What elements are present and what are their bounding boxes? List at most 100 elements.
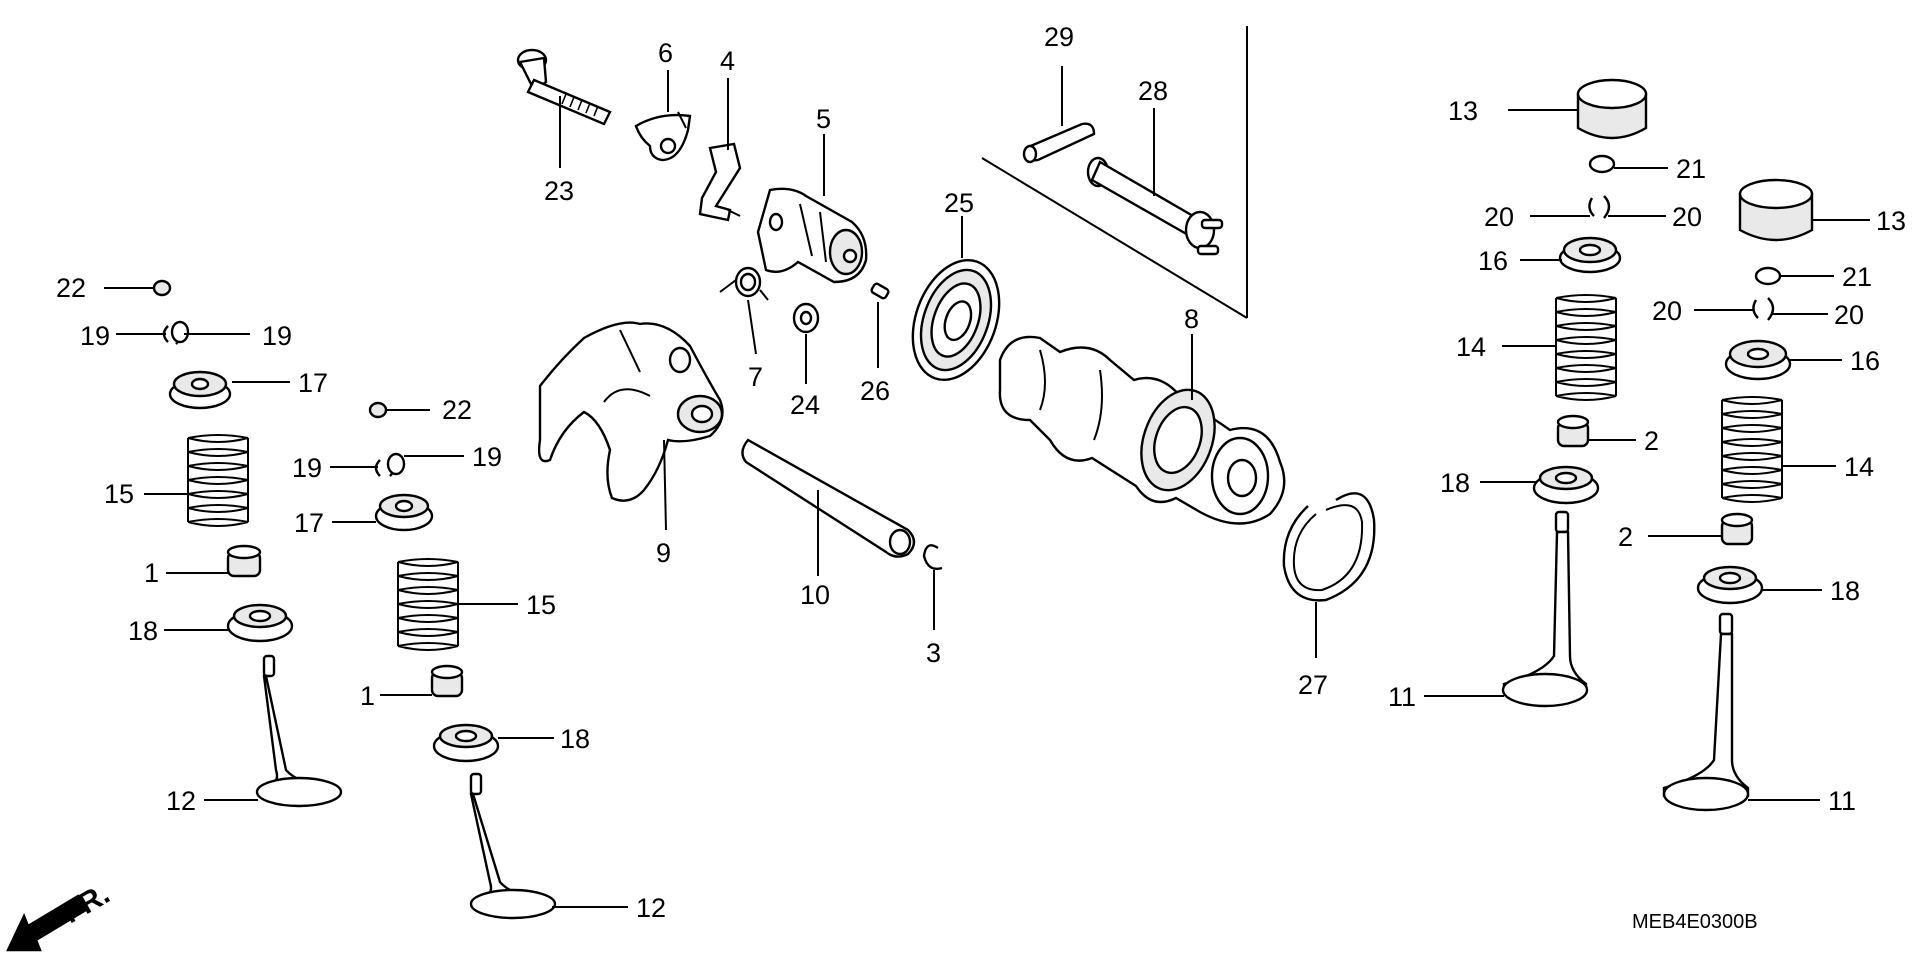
spring-seat-18-left-a bbox=[226, 603, 294, 643]
callout-21: 21 bbox=[1842, 262, 1872, 292]
callout-2: 2 bbox=[1644, 426, 1659, 456]
callout-16: 16 bbox=[1478, 246, 1508, 276]
exhaust-valve-12-left-a bbox=[255, 654, 343, 808]
callout-27: 27 bbox=[1298, 670, 1328, 700]
bearing-25 bbox=[911, 258, 1001, 382]
pin-26 bbox=[870, 282, 890, 300]
callout-2: 2 bbox=[1618, 522, 1633, 552]
callout-8: 8 bbox=[1184, 304, 1199, 334]
spring-seat-18-right-b bbox=[1696, 565, 1764, 605]
arm-4 bbox=[698, 142, 742, 222]
decompressor-cam-5 bbox=[756, 187, 868, 284]
callout-15: 15 bbox=[104, 479, 134, 509]
subassembly-boundary bbox=[981, 26, 1248, 319]
callout-19: 19 bbox=[472, 442, 502, 472]
callout-12: 12 bbox=[166, 786, 196, 816]
valve-cotter-19-left-a bbox=[162, 320, 190, 345]
valve-cotter-20-right-b bbox=[1752, 297, 1775, 321]
callout-9: 9 bbox=[656, 538, 671, 568]
callout-28: 28 bbox=[1138, 76, 1168, 106]
rocker-arm-9 bbox=[537, 321, 724, 502]
intake-valve-11-right-a bbox=[1501, 510, 1589, 708]
valve-lifter-13-right-a bbox=[1576, 78, 1648, 140]
spring-retainer-17-left-b bbox=[374, 493, 434, 532]
callout-23: 23 bbox=[544, 176, 574, 206]
callout-13: 13 bbox=[1448, 96, 1478, 126]
callout-5: 5 bbox=[816, 104, 831, 134]
valve-cotter-20-right-a bbox=[1588, 195, 1611, 219]
callout-29: 29 bbox=[1044, 22, 1074, 52]
valve-spring-14-right-b bbox=[1721, 396, 1783, 503]
retainer-ring-27 bbox=[1282, 492, 1376, 602]
callout-18: 18 bbox=[1830, 576, 1860, 606]
callout-1: 1 bbox=[144, 558, 159, 588]
spring-retainer-16-right-a bbox=[1558, 236, 1622, 274]
valve-spring-15-left-a bbox=[187, 434, 249, 527]
valve-cotter-22-left-a bbox=[152, 279, 172, 297]
callout-10: 10 bbox=[800, 580, 830, 610]
pin-29 bbox=[1022, 122, 1096, 164]
bolt-23 bbox=[516, 48, 612, 126]
valve-spring-14-right-a bbox=[1555, 294, 1617, 401]
callout-20: 20 bbox=[1484, 202, 1514, 232]
callout-17: 17 bbox=[294, 508, 324, 538]
callout-1: 1 bbox=[360, 681, 375, 711]
callout-labels: 22 19 19 17 15 1 18 12 22 19 19 17 15 1 … bbox=[56, 22, 1906, 923]
front-direction-arrow: FR. bbox=[6, 877, 115, 952]
valve-stem-seal-1-left-b bbox=[430, 664, 464, 698]
diagram-code: MEB4E0300B bbox=[1632, 911, 1758, 933]
callout-20: 20 bbox=[1834, 300, 1864, 330]
callout-20: 20 bbox=[1672, 202, 1702, 232]
valve-cotter-19-left-b bbox=[374, 452, 406, 477]
callout-11: 11 bbox=[1388, 682, 1416, 712]
callout-6: 6 bbox=[658, 38, 673, 68]
callout-16: 16 bbox=[1850, 346, 1880, 376]
callout-19: 19 bbox=[262, 321, 292, 351]
callout-14: 14 bbox=[1844, 452, 1874, 482]
callout-25: 25 bbox=[944, 188, 974, 218]
camshaft-8 bbox=[998, 335, 1286, 525]
valve-stem-seal-2-right-a bbox=[1556, 414, 1590, 448]
callout-4: 4 bbox=[720, 46, 735, 76]
spring-seat-18-left-b bbox=[432, 723, 500, 763]
shim-21-right-a bbox=[1588, 154, 1616, 174]
callout-19: 19 bbox=[292, 453, 322, 483]
valve-stem-seal-1-left-a bbox=[226, 544, 262, 578]
callout-7: 7 bbox=[748, 362, 763, 392]
callout-18: 18 bbox=[560, 724, 590, 754]
callout-18: 18 bbox=[1440, 468, 1470, 498]
callout-15: 15 bbox=[526, 590, 556, 620]
intake-valve-11-right-b bbox=[1662, 612, 1750, 812]
shaft-28 bbox=[1086, 156, 1224, 256]
valve-stem-seal-2-right-b bbox=[1720, 512, 1754, 546]
callout-21: 21 bbox=[1676, 154, 1706, 184]
callout-22: 22 bbox=[56, 273, 86, 303]
callout-17: 17 bbox=[298, 368, 328, 398]
callout-26: 26 bbox=[860, 376, 890, 406]
callout-18: 18 bbox=[128, 616, 158, 646]
callout-22: 22 bbox=[442, 395, 472, 425]
rocker-shaft-10 bbox=[741, 438, 916, 558]
callout-13: 13 bbox=[1876, 206, 1906, 236]
shim-21-right-b bbox=[1754, 266, 1782, 286]
callout-19: 19 bbox=[80, 321, 110, 351]
callout-11: 11 bbox=[1828, 786, 1856, 816]
callout-24: 24 bbox=[790, 390, 820, 420]
spring-retainer-16-right-b bbox=[1724, 339, 1792, 381]
spring-retainer-17-left-a bbox=[168, 370, 232, 410]
plate-6 bbox=[634, 111, 692, 162]
callout-20: 20 bbox=[1652, 296, 1682, 326]
valve-lifter-13-right-b bbox=[1738, 178, 1814, 242]
spring-seat-18-right-a bbox=[1532, 465, 1600, 505]
callout-3: 3 bbox=[926, 638, 941, 668]
valve-cotter-22-left-b bbox=[368, 401, 388, 419]
callout-14: 14 bbox=[1456, 332, 1486, 362]
valve-spring-15-left-b bbox=[397, 558, 459, 651]
torsion-spring-7 bbox=[719, 266, 769, 301]
exhaust-valve-12-left-b bbox=[469, 772, 557, 920]
callout-12: 12 bbox=[636, 893, 666, 923]
washer-24 bbox=[792, 302, 820, 334]
circlip-3 bbox=[922, 544, 943, 570]
leader-lines bbox=[104, 66, 1870, 908]
